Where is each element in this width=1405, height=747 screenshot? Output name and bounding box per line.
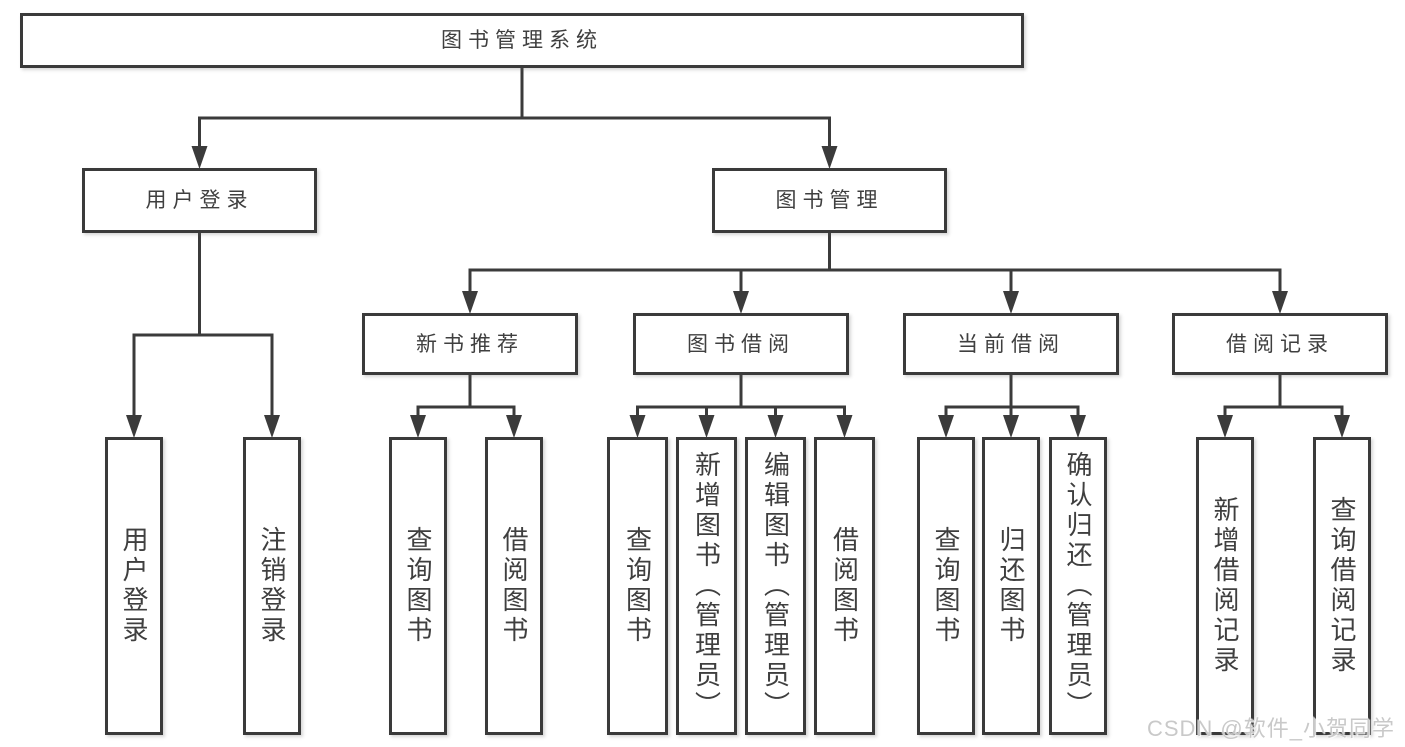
- node-book-borrow: 图书借阅: [633, 313, 849, 375]
- node-leaf-bb-borrow: 借阅图书: [814, 437, 875, 735]
- node-label: 用户登录: [119, 526, 149, 646]
- node-root: 图书管理系统: [20, 13, 1024, 68]
- node-new-book-rec: 新书推荐: [362, 313, 578, 375]
- node-leaf-bb-edit: 编辑图书（管理员）: [745, 437, 806, 735]
- node-label: 借阅图书: [829, 526, 860, 646]
- node-label: 归还图书: [996, 526, 1026, 646]
- node-book-mgmt: 图书管理: [712, 168, 947, 233]
- node-leaf-user-login: 用户登录: [105, 437, 163, 735]
- node-leaf-br-query: 查询借阅记录: [1313, 437, 1371, 735]
- node-label: 注销登录: [257, 526, 287, 646]
- node-leaf-br-add: 新增借阅记录: [1196, 437, 1254, 735]
- node-label: 确认归还（管理员）: [1063, 451, 1093, 721]
- node-borrow-records: 借阅记录: [1172, 313, 1388, 375]
- node-label: 借阅图书: [499, 526, 529, 646]
- node-label: 新增借阅记录: [1210, 496, 1240, 676]
- node-leaf-bb-add: 新增图书（管理员）: [676, 437, 737, 735]
- watermark: CSDN @软件_小贺同学: [1146, 716, 1395, 741]
- node-label: 查询图书: [403, 526, 433, 646]
- node-leaf-logout: 注销登录: [243, 437, 301, 735]
- node-leaf-cb-return: 归还图书: [982, 437, 1040, 735]
- node-user-login: 用户登录: [82, 168, 317, 233]
- node-leaf-nbr-query: 查询图书: [389, 437, 447, 735]
- node-leaf-cb-confirm: 确认归还（管理员）: [1049, 437, 1107, 735]
- node-label: 编辑图书（管理员）: [760, 451, 791, 721]
- node-leaf-nbr-borrow: 借阅图书: [485, 437, 543, 735]
- node-label: 用户登录: [145, 189, 254, 212]
- node-label: 新增图书（管理员）: [691, 451, 722, 721]
- node-label: 借阅记录: [1226, 332, 1334, 356]
- node-label: 当前借阅: [957, 332, 1065, 356]
- node-label: 查询借阅记录: [1327, 496, 1357, 676]
- node-label: 图书借阅: [687, 332, 795, 356]
- node-leaf-bb-query: 查询图书: [607, 437, 668, 735]
- node-label: 新书推荐: [416, 332, 524, 356]
- node-current-borrow: 当前借阅: [903, 313, 1119, 375]
- node-label: 图书管理系统: [441, 29, 603, 52]
- node-leaf-cb-query: 查询图书: [917, 437, 975, 735]
- node-label: 查询图书: [931, 526, 961, 646]
- node-label: 图书管理: [775, 189, 884, 212]
- node-label: 查询图书: [622, 526, 653, 646]
